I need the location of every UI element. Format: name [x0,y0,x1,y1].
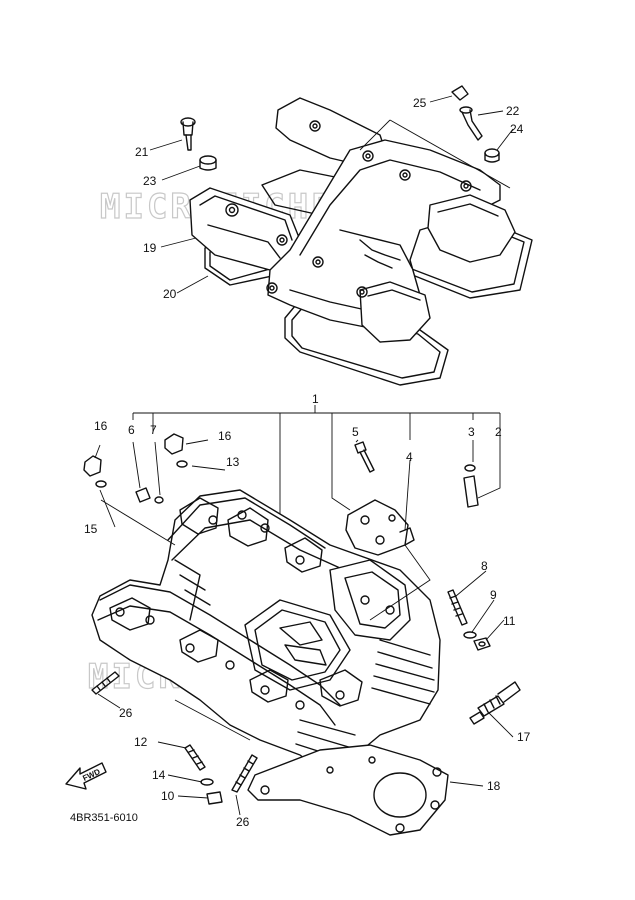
clip-25 [451,85,469,101]
head-bolt-holes [115,510,395,710]
callout-2: 2 [495,425,502,439]
callout-14: 14 [152,768,166,782]
callout-23: 23 [143,174,157,188]
callout-16-top: 16 [218,429,232,443]
nut-10 [206,791,223,805]
callout-7: 7 [150,423,157,437]
top-leader-lines [149,95,514,294]
callout-15: 15 [84,522,98,536]
callout-19: 19 [143,241,157,255]
washer-13 [176,460,188,468]
exhaust-gasket-18 [247,744,449,836]
callout-1: 1 [312,392,319,406]
bolt-6 [135,487,151,503]
valve-guide-3 [463,464,479,508]
callout-21: 21 [135,145,149,159]
washer-15 [95,480,107,488]
cylinder-head [91,489,441,771]
bolt-5 [354,441,375,473]
callout-11: 11 [503,614,516,628]
callout-4: 4 [406,450,413,464]
stud-26-left [91,671,120,695]
callout-3: 3 [468,425,475,439]
stud-8 [447,589,468,626]
cap-nut-16-left [83,455,102,477]
callout-9: 9 [490,588,497,602]
bottom-leader-lines [94,439,514,816]
callout-16-left: 16 [94,419,108,433]
spark-plug-17 [469,681,521,725]
part-code: 4BR351-6010 [70,812,138,824]
callout-20: 20 [163,287,177,301]
callout-18: 18 [487,779,501,793]
fwd-arrow-icon: FWD [65,762,107,790]
callout-25: 25 [413,96,427,110]
callout-12: 12 [134,735,148,749]
callout-26-left: 26 [119,706,133,720]
callout-13: 13 [226,455,240,469]
callout-8: 8 [481,559,488,573]
cover-bolt-holes [225,120,472,298]
grommet-24 [484,148,500,163]
stud-26-bottom [231,754,258,793]
washer-9 [463,631,477,639]
nut-11 [473,637,491,651]
cap-nut-16-top [164,433,184,455]
callout-22: 22 [506,104,520,118]
cam-cap-bracket [345,499,415,556]
callout-labels: 1 2 3 4 5 6 7 8 9 10 11 12 13 14 15 16 1… [84,96,531,829]
stud-12 [184,744,206,771]
callout-24: 24 [510,122,524,136]
fwd-label: FWD [81,767,102,783]
callout-10: 10 [161,789,175,803]
callout-17: 17 [517,730,531,744]
washer-7 [154,496,164,504]
callout-5: 5 [352,425,359,439]
washer-14 [200,778,214,786]
bolt-21 [180,117,196,151]
cylinder-head-cover-front [267,139,516,343]
bolt-22 [459,106,483,141]
grommet-23 [199,155,217,171]
bracket-1 [132,405,501,545]
callout-26-bottom: 26 [236,815,250,829]
callout-6: 6 [128,423,135,437]
